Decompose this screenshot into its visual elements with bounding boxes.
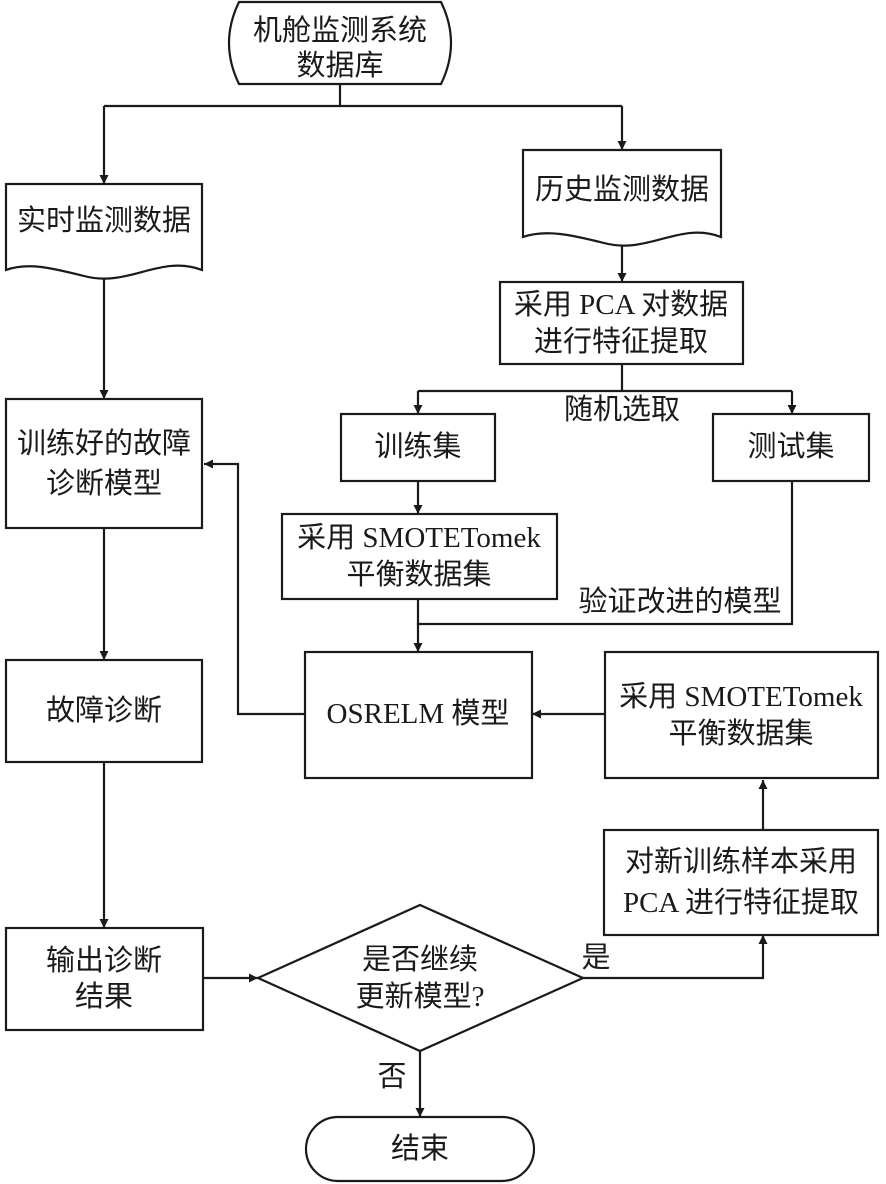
output-result-label-line1: 输出诊断 [46, 944, 162, 977]
decision-label-line2: 更新模型? [356, 980, 485, 1013]
test-set-label: 测试集 [747, 430, 834, 463]
node-osrelm: OSRELM 模型 [303, 650, 534, 780]
edge-label-validate: 验证改进的模型 [578, 585, 781, 618]
connector-test-validate [418, 481, 794, 626]
pca-extract-label-line1: 采用 PCA 对数据 [514, 288, 728, 321]
trained-model-label-line1: 训练好的故障 [17, 427, 191, 460]
edge-label-random-select: 随机选取 [564, 393, 680, 426]
edge-label-yes: 是 [581, 942, 610, 974]
connectors [99, 84, 797, 1117]
node-smote-train: 采用 SMOTETomek 平衡数据集 [280, 512, 559, 601]
database-label-line1: 机舱监测系统 [253, 14, 427, 47]
node-trained-model: 训练好的故障 诊断模型 [4, 397, 204, 530]
node-fault-diagnosis: 故障诊断 [4, 658, 204, 764]
smote-train-label-line2: 平衡数据集 [346, 558, 491, 591]
node-train-set: 训练集 [339, 412, 497, 483]
smote-new-label-line2: 平衡数据集 [668, 717, 813, 750]
edge-label-no: 否 [377, 1061, 406, 1093]
arrow-decision-yes [583, 935, 768, 980]
node-test-set: 测试集 [711, 412, 871, 483]
realtime-data-label: 实时监测数据 [17, 204, 191, 237]
trained-model-label-line2: 诊断模型 [46, 467, 162, 500]
node-database: 机舱监测系统 数据库 [227, 0, 453, 86]
arrow-osrelm-to-trained-model [204, 459, 305, 716]
node-pca-new: 对新训练样本采用 PCA 进行特征提取 [602, 828, 880, 937]
train-set-label: 训练集 [374, 430, 461, 463]
node-history-data: 历史监测数据 [521, 148, 723, 247]
node-pca-extract: 采用 PCA 对数据 进行特征提取 [498, 280, 745, 366]
decision-label-line1: 是否继续 [362, 943, 478, 976]
pca-new-label-line2: PCA 进行特征提取 [623, 886, 859, 919]
node-smote-new: 采用 SMOTETomek 平衡数据集 [603, 650, 880, 780]
connector-pca-split [418, 364, 792, 393]
pca-new-label-line1: 对新训练样本采用 [625, 845, 857, 878]
output-result-label-line2: 结果 [75, 980, 133, 1013]
osrelm-label: OSRELM 模型 [327, 697, 510, 730]
node-end: 结束 [304, 1115, 536, 1183]
node-output-result: 输出诊断 结果 [4, 926, 205, 1032]
fault-diagnosis-label: 故障诊断 [46, 694, 162, 727]
database-label-line2: 数据库 [296, 49, 383, 82]
node-decision: 是否继续 更新模型? [255, 903, 586, 1053]
smote-new-label-line1: 采用 SMOTETomek [619, 681, 863, 713]
pca-extract-label-line2: 进行特征提取 [534, 325, 708, 358]
smote-train-label-line1: 采用 SMOTETomek [297, 522, 541, 554]
end-label: 结束 [391, 1132, 449, 1165]
connector-db-split [104, 84, 622, 108]
history-data-label: 历史监测数据 [535, 173, 709, 206]
node-realtime-data: 实时监测数据 [4, 182, 204, 280]
